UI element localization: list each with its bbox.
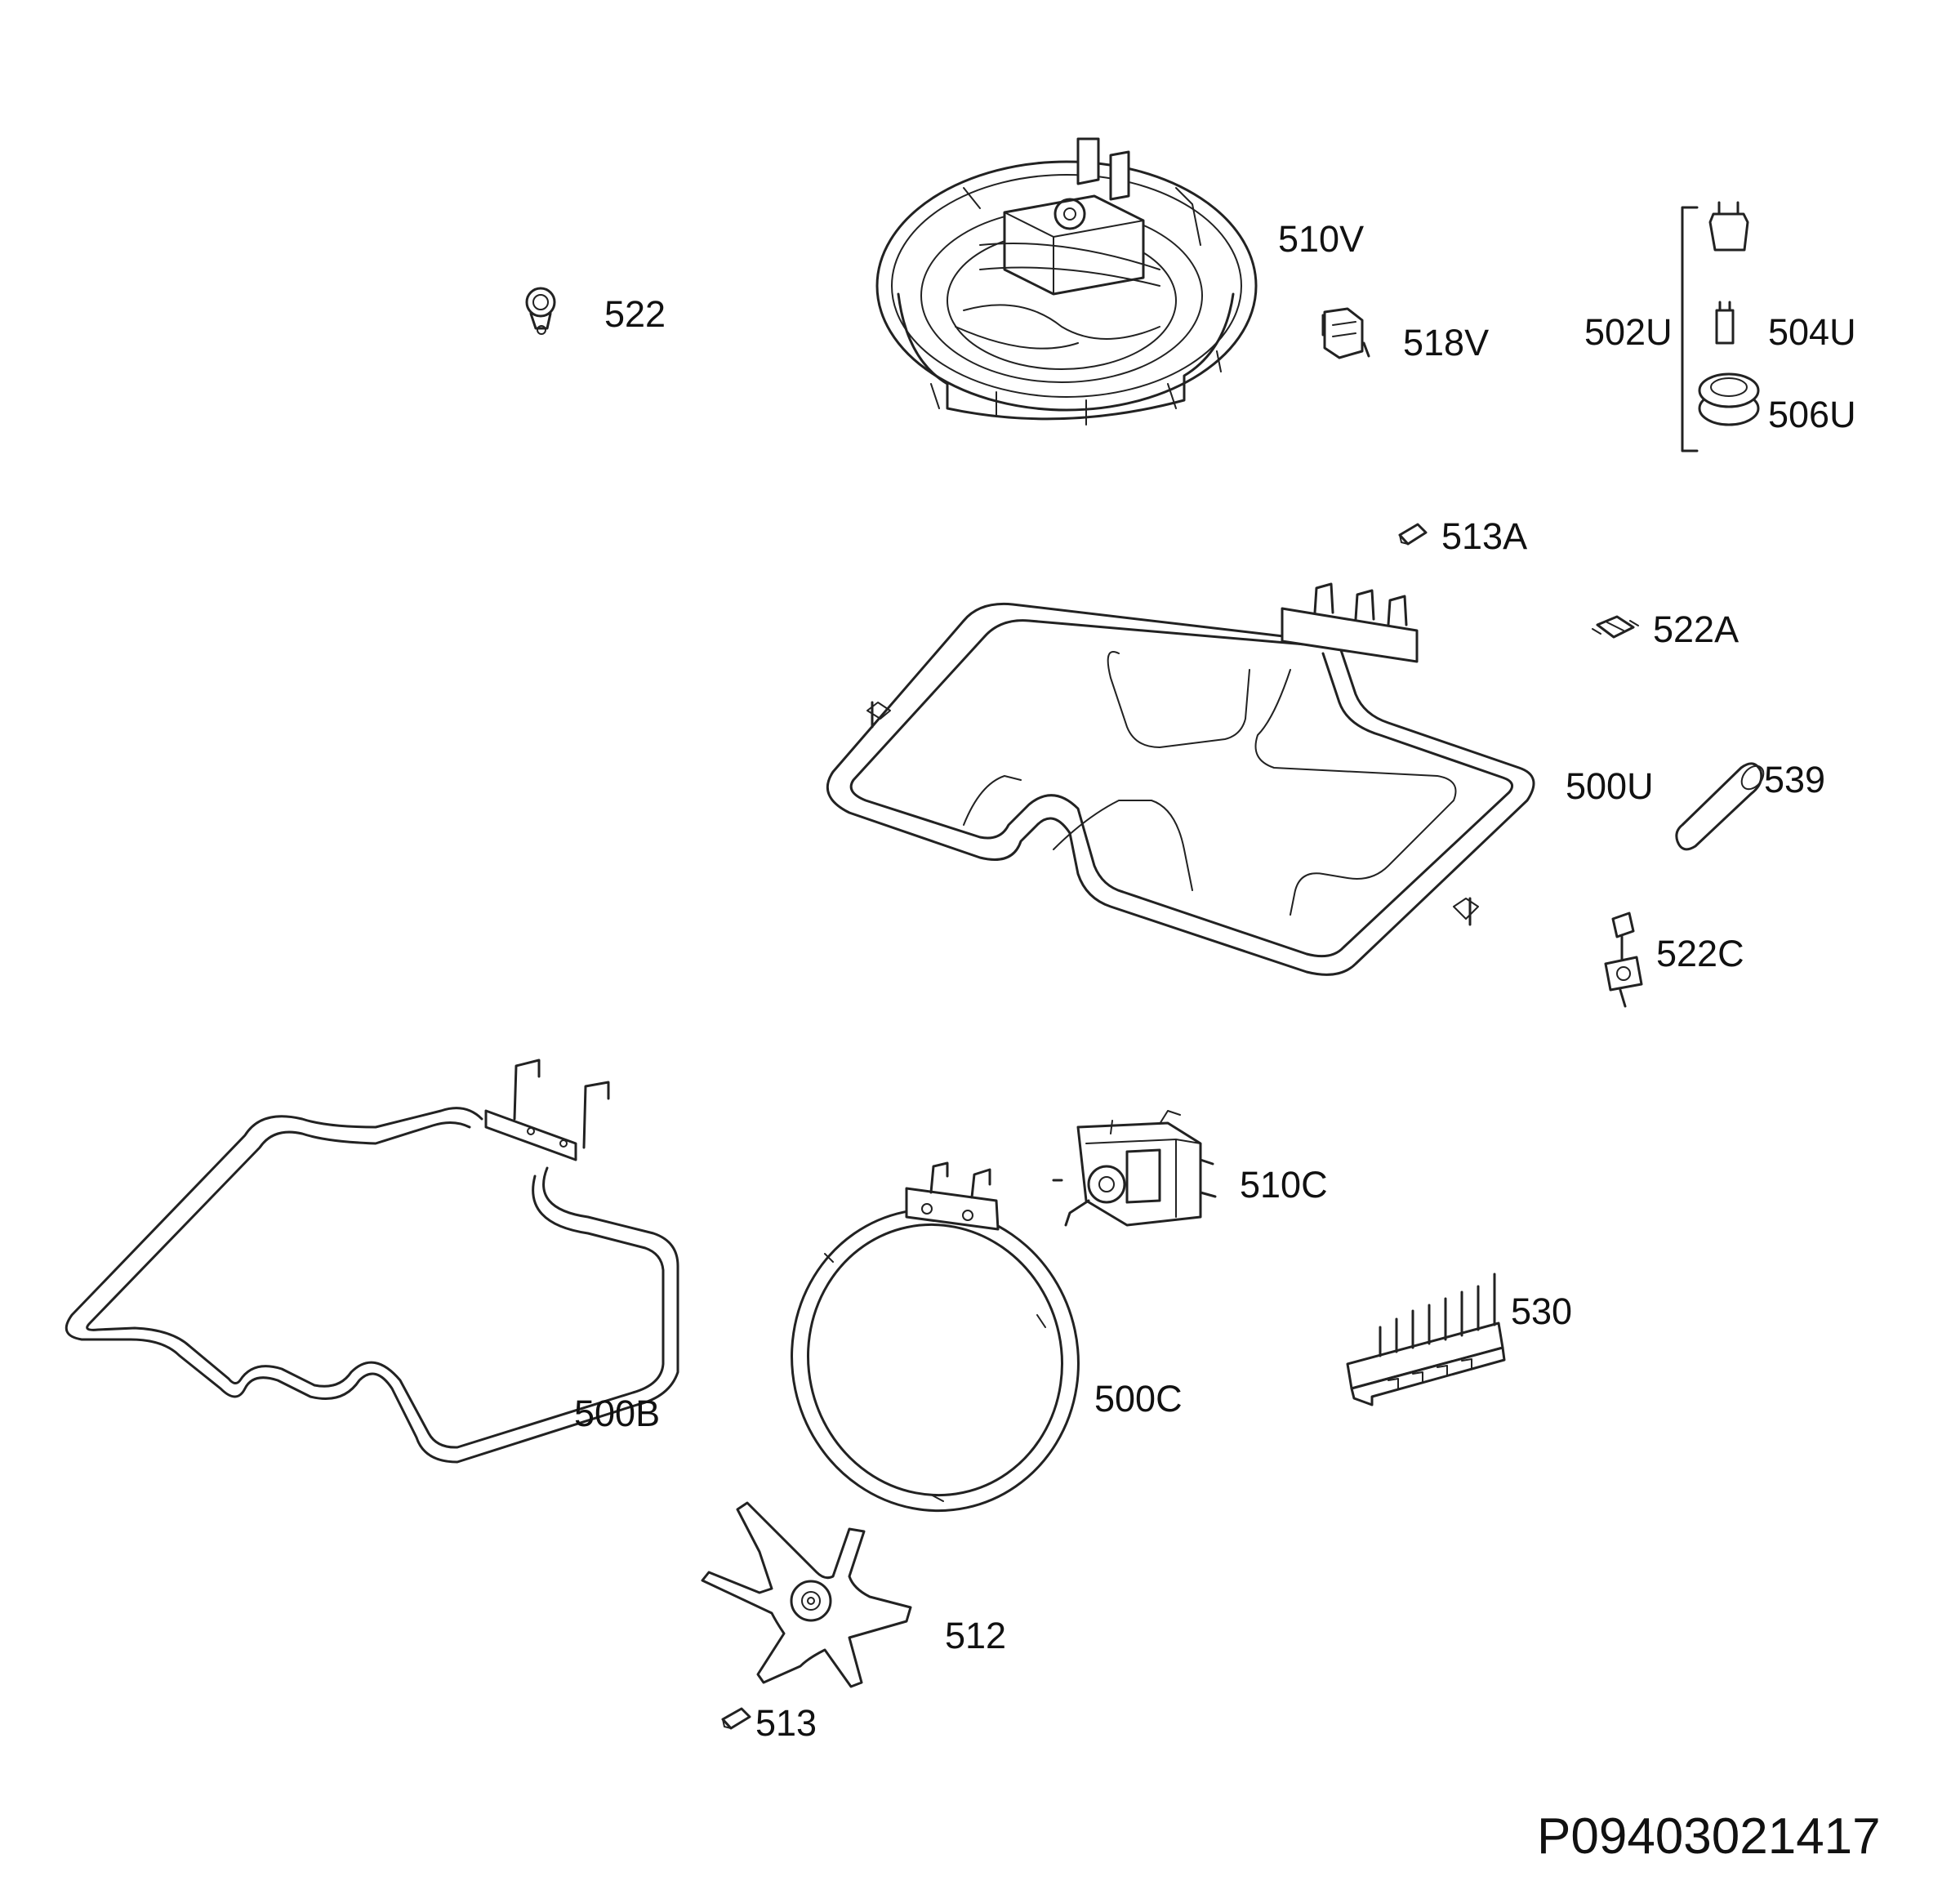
label-502U: 502U: [1584, 311, 1673, 353]
part-539-tube: [1675, 762, 1765, 851]
label-518V: 518V: [1403, 322, 1490, 363]
part-522A-clip: [1592, 615, 1639, 639]
label-512: 512: [945, 1615, 1007, 1656]
label-504U: 504U: [1768, 311, 1856, 353]
part-513A-nut: [1398, 523, 1428, 546]
label-539: 539: [1764, 759, 1826, 800]
label-510C: 510C: [1240, 1164, 1328, 1206]
part-513-nut: [721, 1707, 751, 1730]
part-504U-terminal: [1708, 201, 1749, 345]
part-522-clip: [525, 287, 556, 335]
label-513: 513: [755, 1702, 817, 1744]
label-513A: 513A: [1441, 515, 1528, 557]
label-530: 530: [1511, 1290, 1573, 1332]
label-500B: 500B: [574, 1393, 661, 1434]
label-522C: 522C: [1656, 933, 1744, 974]
part-500B-bottom-heating-element: [65, 1059, 679, 1464]
part-522C-sensor: [1604, 912, 1643, 1008]
part-502U-group-bracket: [1681, 206, 1699, 452]
part-510C-motor: [1052, 1110, 1217, 1227]
part-530-terminal-block: [1346, 1273, 1506, 1406]
label-500U: 500U: [1566, 765, 1654, 807]
part-506U-cap: [1698, 372, 1760, 426]
label-506U: 506U: [1768, 394, 1856, 435]
part-500U-top-heating-element: [826, 582, 1535, 976]
part-512-fan-blade: [701, 1501, 912, 1688]
diagram-id: P09403021417: [1537, 1808, 1881, 1865]
label-522A: 522A: [1653, 608, 1740, 650]
label-510V: 510V: [1278, 218, 1365, 260]
part-500C-circular-heating-element: [791, 1161, 1080, 1513]
label-500C: 500C: [1094, 1378, 1183, 1420]
part-510V-fan-motor-assembly: [875, 137, 1258, 426]
part-518V-bracket: [1321, 307, 1370, 359]
label-522: 522: [604, 293, 666, 335]
